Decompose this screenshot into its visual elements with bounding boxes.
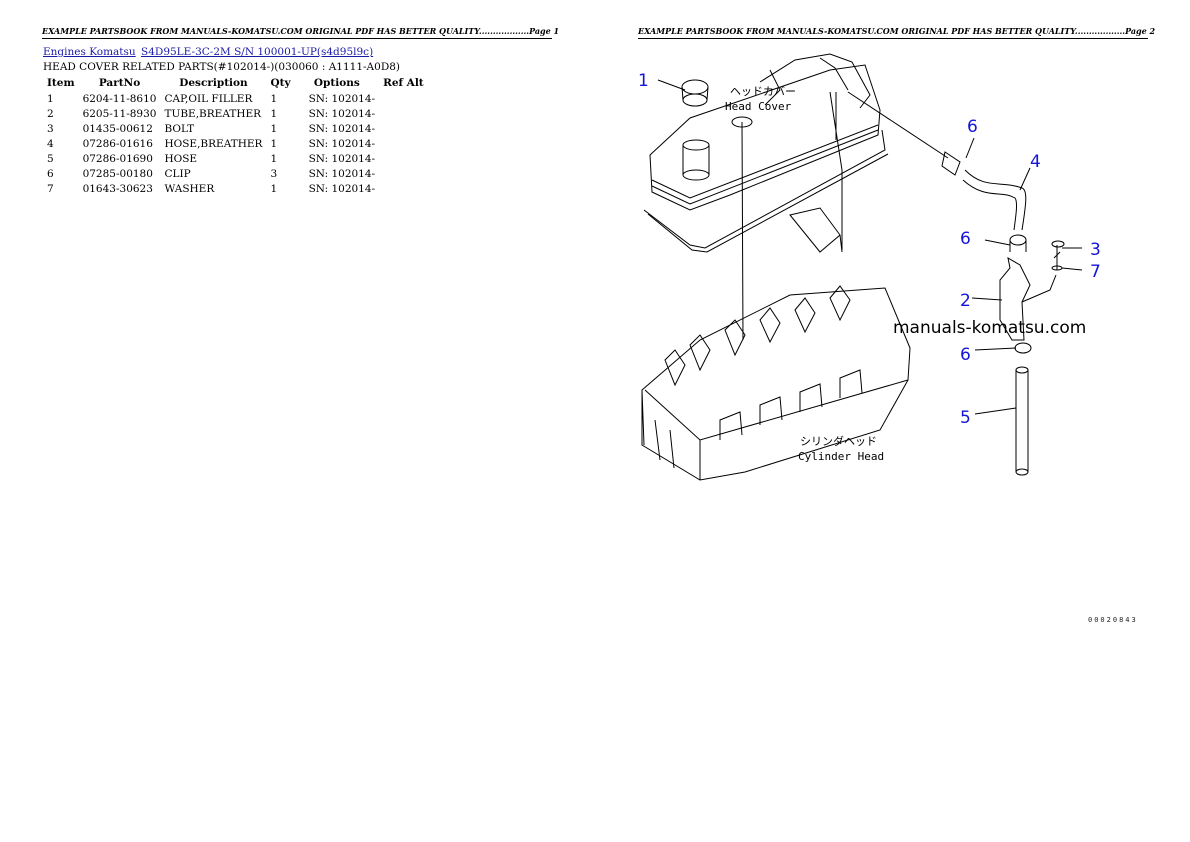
col-header-item: Item: [47, 77, 75, 89]
breather-assembly-drawing: [657, 79, 1083, 476]
ref-alt-cell: [379, 167, 428, 182]
label-cylinder-head-jp: シリンダヘッド: [800, 434, 877, 448]
table-row: 6 07285-00180 CLIP 3 SN: 102014-: [43, 167, 428, 182]
callout-4: 4: [1030, 152, 1041, 172]
item-cell: 1: [47, 93, 54, 105]
label-head-cover-jp: ヘッドカバー: [730, 85, 796, 98]
options-cell: SN: 102014-: [308, 123, 376, 135]
breadcrumb-link-engines[interactable]: Engines Komatsu: [43, 46, 136, 58]
label-head-cover: Head Cover: [725, 100, 792, 113]
diagram-svg: ヘッドカバー Head Cover シリンダヘッド Cylinder Head …: [638, 53, 1101, 481]
callout-6-low: 6: [960, 345, 971, 365]
label-cylinder-head: Cylinder Head: [798, 450, 884, 463]
table-row: 4 07286-01616 HOSE,BREATHER 1 SN: 102014-: [43, 137, 428, 152]
table-row: 1 6204-11-8610 CAP,OIL FILLER 1 SN: 102014-: [43, 92, 428, 107]
callout-5: 5: [960, 408, 971, 428]
partno-cell: 01643-30623: [82, 183, 153, 195]
ref-alt-cell: [379, 152, 428, 167]
description-cell: CAP,OIL FILLER: [164, 93, 253, 105]
partno-cell: 01435-00612: [82, 123, 153, 135]
qty-cell: 1: [270, 138, 278, 150]
options-cell: SN: 102014-: [308, 93, 376, 105]
table-row: 7 01643-30623 WASHER 1 SN: 102014-: [43, 182, 428, 197]
item-cell: 3: [47, 123, 54, 135]
callout-7: 7: [1090, 262, 1101, 282]
options-cell: SN: 102014-: [308, 183, 376, 195]
page-header-left: EXAMPLE PARTSBOOK FROM MANUALS-KOMATSU.C…: [42, 26, 559, 39]
breadcrumb-link-model[interactable]: S4D95LE-3C-2M S/N 100001-UP(s4d95l9c): [141, 46, 374, 58]
callout-1: 1: [638, 71, 649, 91]
partno-cell: 07285-00180: [82, 168, 153, 180]
callout-6-mid: 6: [960, 229, 971, 249]
parts-diagram: ヘッドカバー Head Cover シリンダヘッド Cylinder Head …: [630, 40, 1170, 510]
drawing-code: 00020843: [1088, 616, 1138, 624]
ref-alt-cell: [379, 182, 428, 197]
item-cell: 7: [47, 183, 54, 195]
item-cell: 4: [47, 138, 54, 150]
item-cell: 6: [47, 168, 54, 180]
callout-2: 2: [960, 291, 971, 311]
qty-cell: 1: [270, 183, 278, 195]
col-header-qty: Qty: [270, 77, 291, 89]
qty-cell: 1: [270, 123, 278, 135]
description-cell: TUBE,BREATHER: [164, 108, 262, 120]
partno-cell: 07286-01690: [82, 153, 153, 165]
table-row: 5 07286-01690 HOSE 1 SN: 102014-: [43, 152, 428, 167]
description-cell: BOLT: [164, 123, 195, 135]
breadcrumb: Engines Komatsu S4D95LE-3C-2M S/N 100001…: [43, 46, 373, 58]
ref-alt-cell: [379, 92, 428, 107]
table-row: 2 6205-11-8930 TUBE,BREATHER 1 SN: 102014-: [43, 107, 428, 122]
qty-cell: 3: [270, 168, 278, 180]
description-cell: CLIP: [164, 168, 191, 180]
col-header-description: Description: [179, 77, 248, 89]
section-title: HEAD COVER RELATED PARTS(#102014-)(03006…: [43, 61, 401, 73]
partno-cell: 6205-11-8930: [82, 108, 157, 120]
ref-alt-cell: [379, 107, 428, 122]
ref-alt-cell: [379, 122, 428, 137]
partno-cell: 6204-11-8610: [82, 93, 157, 105]
item-cell: 5: [47, 153, 54, 165]
description-cell: HOSE: [164, 153, 198, 165]
partno-cell: 07286-01616: [82, 138, 153, 150]
page-header-right: EXAMPLE PARTSBOOK FROM MANUALS-KOMATSU.C…: [638, 26, 1155, 39]
col-header-ref-alt: Ref Alt: [383, 77, 424, 89]
qty-cell: 1: [270, 108, 278, 120]
callout-6-top: 6: [967, 117, 978, 137]
parts-table: Item PartNo Description Qty Options Ref …: [43, 76, 428, 197]
parts-table-header-row: Item PartNo Description Qty Options Ref …: [43, 76, 428, 92]
options-cell: SN: 102014-: [308, 153, 376, 165]
options-cell: SN: 102014-: [308, 108, 376, 120]
options-cell: SN: 102014-: [308, 168, 376, 180]
watermark: manuals-komatsu.com: [893, 318, 1087, 338]
head-cover-drawing: [643, 53, 889, 341]
callout-3: 3: [1090, 240, 1101, 260]
col-header-options: Options: [313, 77, 360, 89]
description-cell: HOSE,BREATHER: [164, 138, 263, 150]
qty-cell: 1: [270, 93, 278, 105]
ref-alt-cell: [379, 137, 428, 152]
description-cell: WASHER: [164, 183, 215, 195]
table-row: 3 01435-00612 BOLT 1 SN: 102014-: [43, 122, 428, 137]
item-cell: 2: [47, 108, 54, 120]
options-cell: SN: 102014-: [308, 138, 376, 150]
cylinder-head-drawing: [641, 285, 911, 481]
col-header-partno: PartNo: [98, 77, 141, 89]
qty-cell: 1: [270, 153, 278, 165]
